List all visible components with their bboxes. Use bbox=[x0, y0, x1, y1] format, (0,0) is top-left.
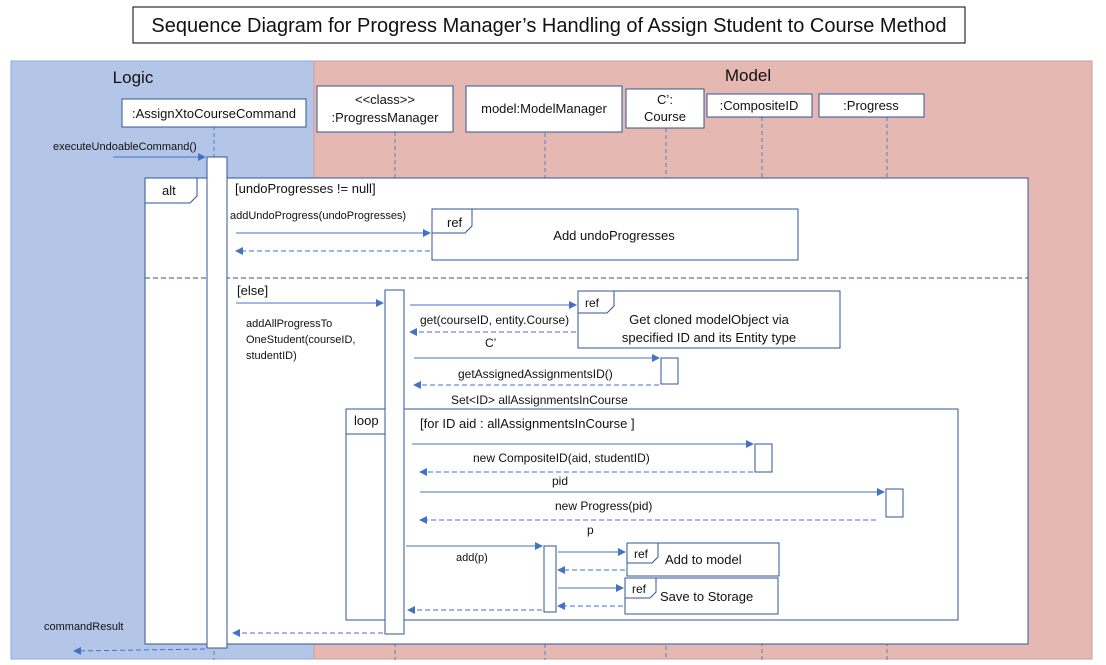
course-lifeline-label: Course bbox=[644, 109, 686, 124]
cid-lifeline-label: :CompositeID bbox=[720, 98, 799, 113]
ref-tab bbox=[431, 208, 473, 234]
diagram-title: Sequence Diagram for Progress Manager’s … bbox=[151, 15, 946, 37]
pm-activation bbox=[384, 289, 405, 635]
ref-add-to-model-text: Add to model bbox=[665, 552, 742, 567]
new-progress-label: new Progress(pid) bbox=[555, 499, 652, 513]
else-guard: [else] bbox=[237, 283, 268, 298]
loop-fragment bbox=[345, 408, 959, 621]
course-lifeline-name: C’: bbox=[657, 92, 673, 107]
get-label: get(courseID, entity.Course) bbox=[420, 313, 569, 327]
add-all-label-line2: OneStudent(courseID, bbox=[246, 334, 355, 346]
get-assigned-label: getAssignedAssignmentsID() bbox=[458, 367, 613, 381]
pm-lifeline-head bbox=[316, 85, 454, 133]
ref-tab bbox=[624, 577, 657, 599]
pid-label: pid bbox=[552, 474, 568, 488]
message-arrows bbox=[73, 153, 885, 655]
logic-region-label: Logic bbox=[113, 68, 154, 87]
loop-label: loop bbox=[354, 413, 379, 428]
ref-tab bbox=[577, 290, 615, 314]
progress-lifeline-head bbox=[818, 93, 925, 118]
add-all-label-line3: studentID) bbox=[246, 350, 297, 362]
pm-lifeline-label: :ProgressManager bbox=[332, 110, 440, 125]
loop-guard: [for ID aid : allAssignmentsInCourse ] bbox=[420, 416, 635, 431]
assign-lifeline-label: :AssignXtoCourseCommand bbox=[132, 106, 296, 121]
command-result-label: commandResult bbox=[44, 621, 123, 633]
ref-save-storage-text: Save to Storage bbox=[660, 589, 753, 604]
course-activation bbox=[660, 357, 679, 385]
title-box bbox=[132, 6, 966, 44]
p-label: p bbox=[587, 523, 594, 537]
ref-get-cloned-line2: specified ID and its Entity type bbox=[622, 330, 796, 345]
pm-lifeline-stereotype: <<class>> bbox=[355, 92, 415, 107]
cid-activation bbox=[754, 443, 773, 473]
model-activation bbox=[543, 545, 557, 613]
new-cid-label: new CompositeID(aid, studentID) bbox=[473, 451, 650, 465]
progress-lifeline-label: :Progress bbox=[843, 98, 899, 113]
model-lifeline-label: model:ModelManager bbox=[481, 101, 607, 116]
ref-get-cloned-line1: Get cloned modelObject via bbox=[629, 312, 789, 327]
ref-tab bbox=[626, 542, 659, 564]
set-return-label: Set<ID> allAssignmentsInCourse bbox=[451, 393, 628, 407]
ref-label: ref bbox=[585, 296, 600, 310]
add-all-label-line1: addAllProgressTo bbox=[246, 318, 332, 330]
ref-label: ref bbox=[634, 547, 649, 561]
assign-activation bbox=[206, 156, 228, 649]
model-lifeline-head bbox=[465, 85, 623, 133]
ref-label: ref bbox=[632, 582, 647, 596]
ref-label: ref bbox=[447, 215, 463, 230]
command-result-arrow bbox=[73, 646, 206, 655]
c-return-label: C’ bbox=[485, 336, 496, 350]
activation-bars bbox=[206, 156, 904, 649]
execute-label: executeUndoableCommand() bbox=[53, 141, 197, 153]
ref-get-cloned-box bbox=[577, 290, 841, 349]
alt-guard: [undoProgresses != null] bbox=[235, 181, 376, 196]
alt-label: alt bbox=[162, 183, 176, 198]
cid-lifeline-head bbox=[706, 93, 813, 118]
assign-lifeline-head bbox=[121, 98, 307, 128]
course-lifeline-head bbox=[625, 88, 705, 129]
ref-add-undo-text: Add undoProgresses bbox=[553, 228, 675, 243]
ref-add-undo-box bbox=[431, 208, 799, 261]
alt-tab bbox=[144, 177, 198, 204]
add-p-label: add(p) bbox=[456, 552, 488, 564]
model-region-label: Model bbox=[725, 66, 771, 85]
add-undo-progress-label: addUndoProgress(undoProgresses) bbox=[230, 210, 406, 222]
progress-activation bbox=[885, 488, 904, 518]
